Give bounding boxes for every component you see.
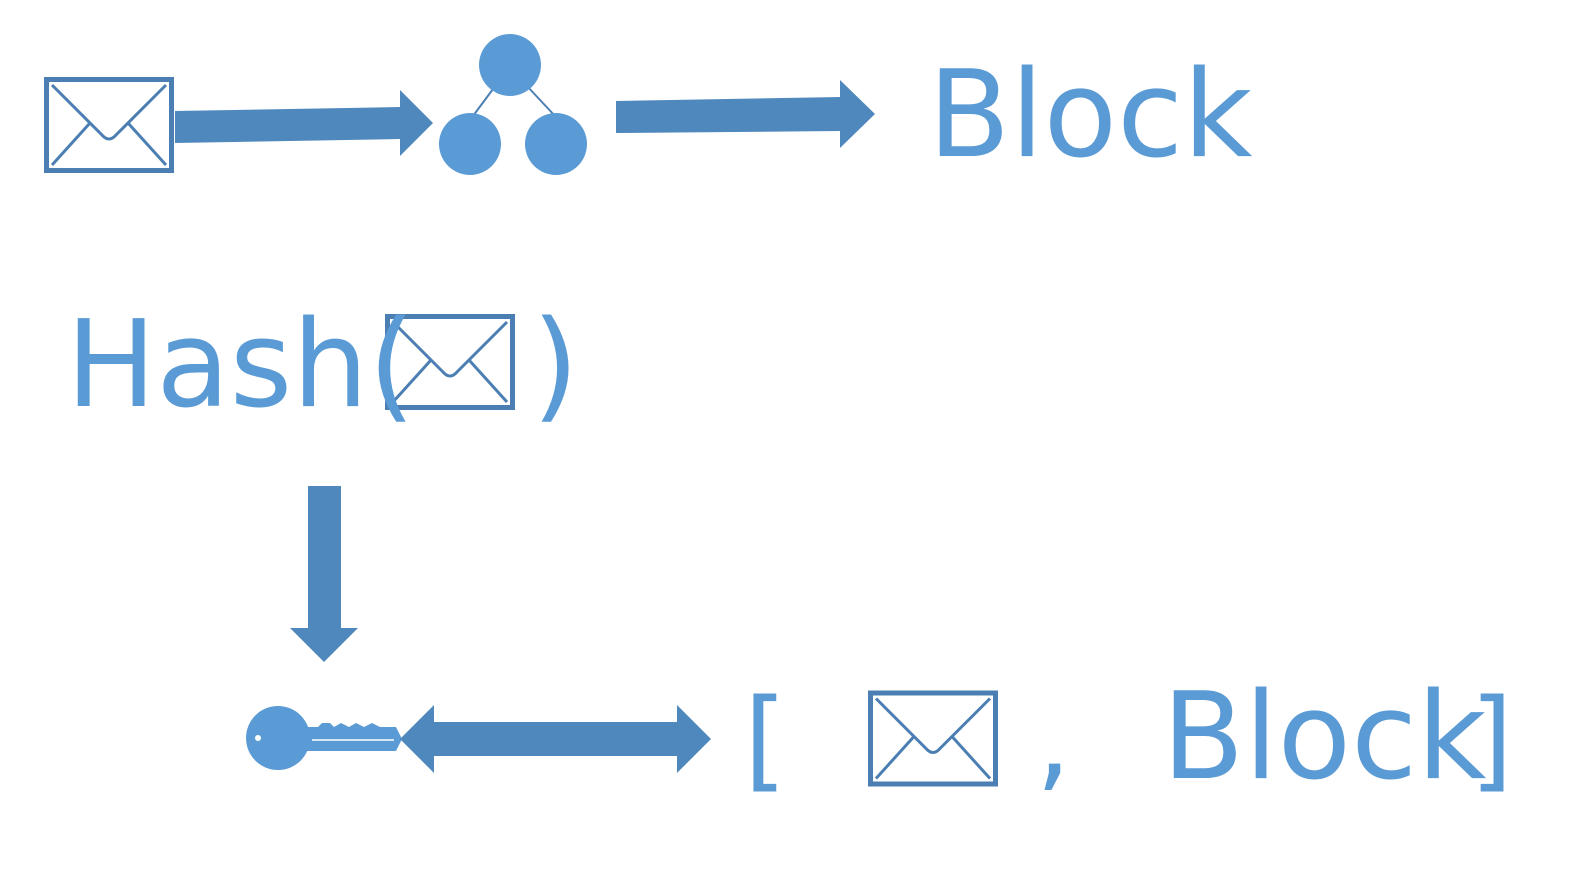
block-label: Block — [1162, 668, 1487, 807]
envelope-icon — [47, 80, 172, 171]
envelope-icon — [871, 693, 996, 784]
close-bracket: ] — [1470, 675, 1513, 803]
double-arrow — [400, 705, 711, 773]
arrow-right — [175, 90, 433, 156]
arrow-right — [616, 80, 875, 148]
open-bracket: [ — [744, 675, 787, 803]
comma: , — [1036, 675, 1071, 803]
tree-icon — [439, 34, 587, 175]
key-icon — [246, 706, 402, 770]
close-paren: ) — [532, 296, 579, 435]
block-label: Block — [928, 46, 1253, 185]
arrow-down — [290, 486, 358, 662]
hash-label: Hash( — [66, 296, 416, 435]
